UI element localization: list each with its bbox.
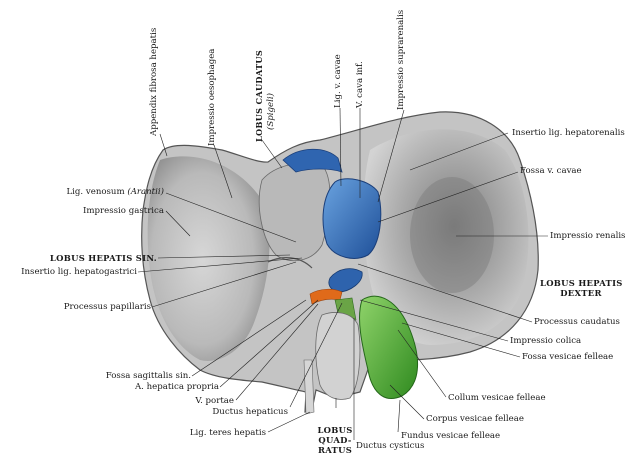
left-lobe-shade (147, 156, 270, 361)
label-processus-caudatus: Processus caudatus (534, 317, 620, 327)
label-insertio-hepatogastrici: Insertio lig. hepatogastrici (21, 267, 137, 277)
label-processus-papillaris: Processus papillaris (63, 302, 151, 312)
portal-vein (328, 268, 363, 293)
label-lobus-caudatus: LOBUS CAUDATUS (254, 49, 264, 142)
label-v-cava-inf: V. cava inf. (355, 61, 365, 108)
label-arantii: (Arantii) (127, 187, 164, 197)
label-lig-v-cavae: Lig. v. cavae (333, 54, 343, 108)
label-lig-venosum-text: Lig. venosum (66, 187, 125, 197)
label-impressio-oesophagea: Impressio oesophagea (207, 48, 217, 146)
label-lobus-sin: LOBUS HEPATIS SIN. (49, 253, 157, 263)
label-ductus-cysticus: Ductus cysticus (356, 441, 425, 451)
label-lobus-quadratus-line3: RATUS (317, 445, 353, 455)
label-lig-venosum: Lig. venosum (Arantii) (20, 187, 164, 197)
label-lobus-quadratus-line2: QUAD- (318, 435, 352, 445)
label-impressio-colica: Impressio colica (510, 336, 582, 346)
label-insertio-hepatorenalis: Insertio lig. hepatorenalis (512, 128, 625, 138)
label-fossa-v-cavae: Fossa v. cavae (520, 166, 582, 176)
caudate-lobe (258, 162, 331, 262)
label-ductus-hepaticus: Ductus hepaticus (212, 407, 288, 417)
label-appendix-fibrosa: Appendix fibrosa hepatis (149, 27, 159, 136)
label-lobus-dexter-line1: LOBUS HEPATIS (540, 278, 623, 288)
label-collum-vesicae: Collum vesicae felleae (448, 393, 546, 403)
label-v-portae: V. portae (195, 396, 234, 406)
label-fossa-vesicae: Fossa vesicae felleae (522, 352, 614, 362)
quadrate-lobe (315, 312, 361, 400)
label-impressio-gastrica: Impressio gastrica (83, 206, 164, 216)
vena-cava-upper (282, 148, 343, 173)
label-impressio-suprarenalis: Impressio suprarenalis (396, 9, 406, 110)
label-impressio-renalis: Impressio renalis (550, 231, 626, 241)
vena-cava (322, 178, 382, 259)
label-a-hepatica: A. hepatica propria (134, 382, 219, 392)
label-corpus-vesicae: Corpus vesicae felleae (426, 414, 524, 424)
label-fossa-sagittalis: Fossa sagittalis sin. (105, 371, 191, 381)
leader-lines (137, 107, 548, 440)
label-lobus-quadratus: LOBUS QUAD- RATUS (305, 425, 365, 455)
renal-impression (410, 177, 494, 293)
label-lig-teres: Lig. teres hepatis (189, 428, 266, 438)
label-lobus-dexter: LOBUS HEPATIS DEXTER (540, 278, 622, 298)
label-lobus-dexter-line2: DEXTER (560, 288, 602, 298)
lig-teres (303, 359, 315, 415)
gallbladder (359, 295, 419, 399)
label-fundus-vesicae: Fundus vesicae felleae (401, 431, 501, 441)
label-lobus-quadratus-line1: LOBUS (317, 425, 353, 435)
label-spigeli: (Spigeli) (266, 93, 276, 130)
